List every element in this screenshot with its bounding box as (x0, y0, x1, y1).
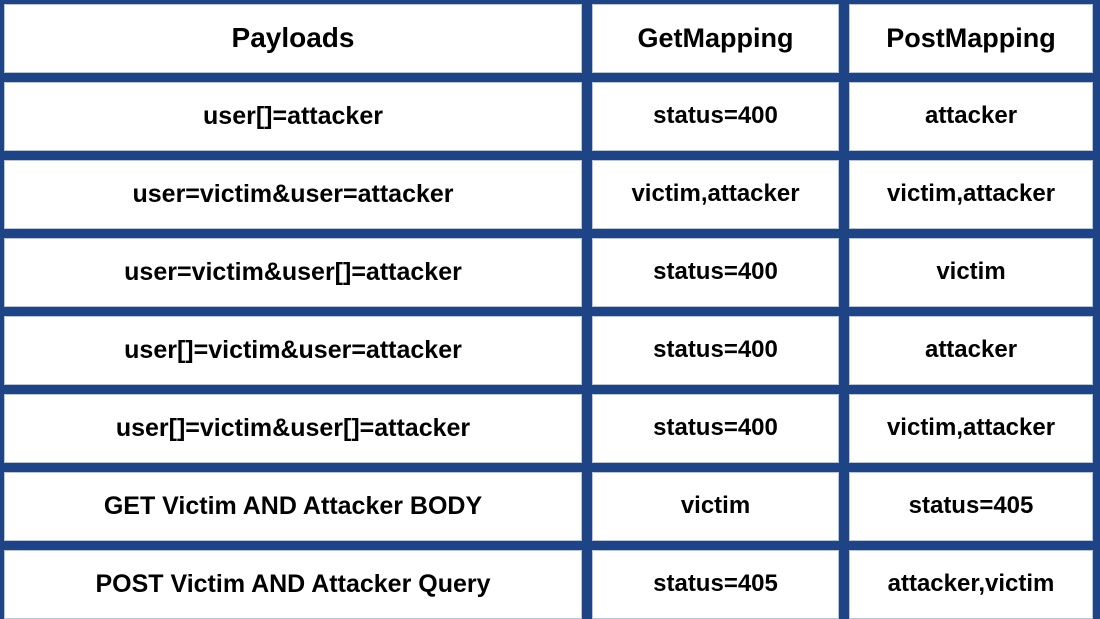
cell-postmapping: attacker (849, 82, 1093, 151)
cell-getmapping: status=400 (592, 82, 839, 151)
table-row: user[]=victim&user=attacker status=400 a… (4, 316, 1096, 385)
cell-postmapping: attacker (849, 316, 1093, 385)
cell-payload: POST Victim AND Attacker Query (4, 550, 582, 619)
cell-getmapping: status=400 (592, 394, 839, 463)
cell-postmapping: victim,attacker (849, 394, 1093, 463)
cell-payload: user=victim&user=attacker (4, 160, 582, 229)
cell-getmapping: victim (592, 472, 839, 541)
cell-payload: user[]=victim&user=attacker (4, 316, 582, 385)
cell-getmapping: status=405 (592, 550, 839, 619)
cell-getmapping: victim,attacker (592, 160, 839, 229)
column-header-postmapping: PostMapping (849, 4, 1093, 73)
table-row: user[]=victim&user[]=attacker status=400… (4, 394, 1096, 463)
cell-postmapping: victim (849, 238, 1093, 307)
cell-payload: GET Victim AND Attacker BODY (4, 472, 582, 541)
cell-postmapping: status=405 (849, 472, 1093, 541)
column-header-payloads: Payloads (4, 4, 582, 73)
cell-getmapping: status=400 (592, 316, 839, 385)
cell-getmapping: status=400 (592, 238, 839, 307)
table-row: user[]=attacker status=400 attacker (4, 82, 1096, 151)
cell-payload: user[]=victim&user[]=attacker (4, 394, 582, 463)
cell-postmapping: victim,attacker (849, 160, 1093, 229)
table-header-row: Payloads GetMapping PostMapping (4, 4, 1096, 73)
cell-payload: user[]=attacker (4, 82, 582, 151)
table-row: GET Victim AND Attacker BODY victim stat… (4, 472, 1096, 541)
table-row: user=victim&user[]=attacker status=400 v… (4, 238, 1096, 307)
cell-postmapping: attacker,victim (849, 550, 1093, 619)
table-row: user=victim&user=attacker victim,attacke… (4, 160, 1096, 229)
column-header-getmapping: GetMapping (592, 4, 839, 73)
table-row: POST Victim AND Attacker Query status=40… (4, 550, 1096, 619)
cell-payload: user=victim&user[]=attacker (4, 238, 582, 307)
